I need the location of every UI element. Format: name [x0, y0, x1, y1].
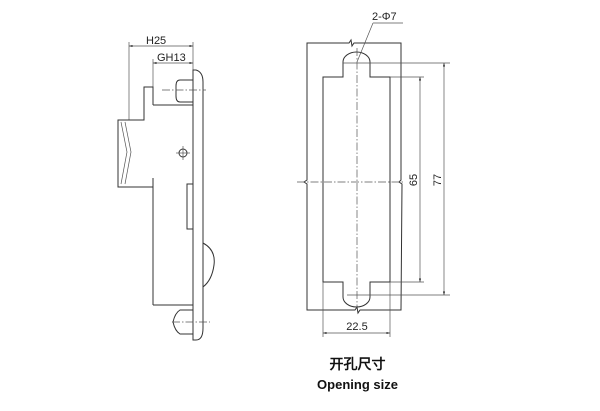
- dim-gh13: GH13: [157, 52, 186, 64]
- side-view: H25 GH13: [117, 35, 215, 341]
- dim-77: 77: [432, 174, 444, 186]
- opening-view: 2-Φ7 77 65 22.5: [297, 11, 450, 337]
- tongue-bevel: [120, 121, 132, 185]
- hole-note: 2-Φ7: [372, 11, 397, 23]
- latch-tongue: [117, 86, 154, 188]
- hole-leader: [356, 22, 374, 63]
- caption-chinese: 开孔尺寸: [329, 356, 386, 372]
- cutout-outline: [322, 51, 391, 308]
- outer-panel: [303, 38, 403, 315]
- caption-english: Opening size: [317, 377, 398, 392]
- top-screw: [175, 79, 193, 103]
- handle-bump: [202, 242, 215, 288]
- body: [152, 104, 193, 306]
- dim-65: 65: [408, 174, 420, 186]
- dim-h25: H25: [146, 35, 166, 47]
- plate: [192, 69, 204, 341]
- slot: [186, 183, 194, 230]
- dim-22-5: 22.5: [346, 321, 367, 333]
